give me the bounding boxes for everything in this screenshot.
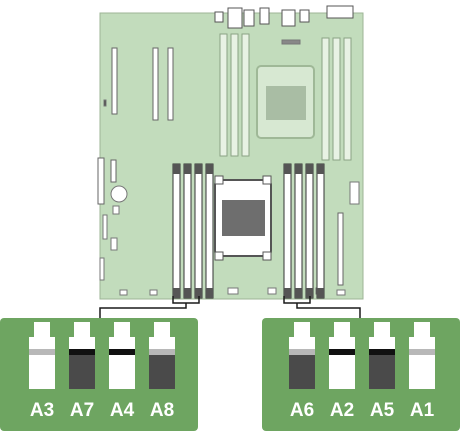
slot-label: A6	[290, 400, 314, 421]
slot-body	[409, 355, 435, 389]
memory-slot-a7: A7	[69, 322, 95, 421]
cpu-socket	[214, 175, 272, 261]
pcie-slots	[97, 47, 344, 286]
slot-latch	[409, 349, 435, 355]
slot-label: A1	[410, 400, 435, 421]
slot-latch	[109, 349, 135, 355]
dimm-slots-right-group	[283, 163, 325, 299]
slot-clip	[34, 322, 50, 338]
slot-clip	[154, 322, 170, 338]
memory-slot-a8: A8	[149, 322, 175, 421]
memory-slot-a5: A5	[369, 322, 395, 421]
memory-slot-a4: A4	[109, 322, 135, 421]
slot-latch	[369, 349, 395, 355]
upper-cpu-socket	[256, 65, 315, 139]
memory-slot-a6: A6	[289, 322, 315, 421]
upper-dimm-slots	[219, 33, 352, 161]
slot-body	[289, 355, 315, 389]
slot-label: A3	[30, 400, 54, 421]
left-bank-slots: A3 A7 A4 A8	[29, 322, 175, 421]
slot-shoulder	[69, 337, 95, 349]
slot-body	[369, 355, 395, 389]
memory-slot-a2: A2	[329, 322, 355, 421]
right-bank-slots: A6 A2 A5 A1	[289, 322, 435, 421]
rear-io-connectors	[214, 5, 354, 29]
slot-clip	[414, 322, 430, 338]
slot-body	[329, 355, 355, 389]
slot-clip	[374, 322, 390, 338]
slot-clip	[294, 322, 310, 338]
slot-shoulder	[109, 337, 135, 349]
memory-slot-a1: A1	[409, 322, 435, 421]
slot-label: A5	[370, 400, 395, 421]
slot-latch	[29, 349, 55, 355]
slot-shoulder	[149, 337, 175, 349]
slot-shoulder	[409, 337, 435, 349]
slot-clip	[334, 322, 350, 338]
slot-latch	[69, 349, 95, 355]
slot-label: A8	[150, 400, 174, 421]
slot-shoulder	[29, 337, 55, 349]
slot-latch	[149, 349, 175, 355]
motherboard	[97, 5, 364, 300]
board-components	[99, 39, 360, 296]
slot-body	[149, 355, 175, 389]
slot-clip	[114, 322, 130, 338]
slot-clip	[74, 322, 90, 338]
slot-shoulder	[289, 337, 315, 349]
slot-shoulder	[369, 337, 395, 349]
slot-label: A4	[110, 400, 135, 421]
slot-label: A7	[70, 400, 94, 421]
slot-body	[29, 355, 55, 389]
slot-label: A2	[330, 400, 354, 421]
slot-body	[69, 355, 95, 389]
memory-slot-a3: A3	[29, 322, 55, 421]
slot-latch	[329, 349, 355, 355]
slot-latch	[289, 349, 315, 355]
slot-shoulder	[329, 337, 355, 349]
dimm-slots-left-group	[172, 163, 214, 299]
slot-body	[109, 355, 135, 389]
